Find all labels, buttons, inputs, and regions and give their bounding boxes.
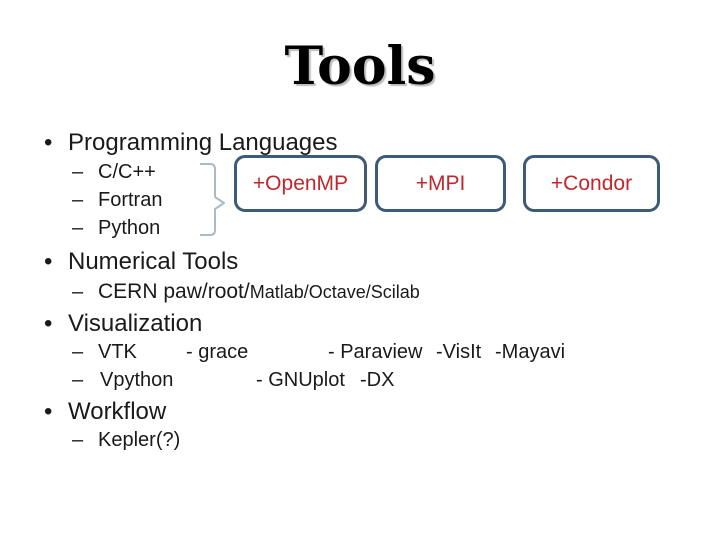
section-label-programming: Programming Languages (68, 129, 338, 156)
section-label-numerical: Numerical Tools (68, 248, 239, 275)
bullet-numerical-tools: • Numerical Tools (0, 248, 720, 276)
bullet-icon: • (44, 129, 53, 156)
vis-item-vpython: Vpython (100, 369, 174, 391)
vis-item-paraview: - Paraview (328, 341, 423, 363)
bullet-icon: • (44, 398, 53, 425)
section-label-visualization: Visualization (68, 310, 203, 337)
list-item-label: Python (98, 217, 161, 239)
brace-connector-icon (200, 163, 225, 236)
dash-icon: – (72, 369, 84, 391)
vis-item-visit: -VisIt (436, 341, 482, 363)
list-item-python: – Python (0, 216, 720, 244)
vis-item-mayavi: -Mayavi (495, 341, 566, 363)
dash-icon: – (72, 189, 84, 211)
dash-icon: – (72, 429, 84, 451)
list-item-label: Kepler(?) (98, 429, 181, 451)
bullet-programming-languages: • Programming Languages (0, 129, 720, 157)
vis-item-vtk: VTK (98, 341, 137, 363)
box-openmp: +OpenMP (234, 155, 367, 212)
vis-item-gnuplot: - GNUplot (256, 369, 345, 391)
list-item-label: C/C++ (98, 161, 156, 183)
box-mpi: +MPI (375, 155, 506, 212)
box-condor: +Condor (523, 155, 660, 212)
list-item-ccpp: – C/C++ (0, 160, 720, 188)
list-item-kepler: – Kepler(?) (0, 428, 720, 456)
bullet-visualization: • Visualization (0, 310, 720, 338)
list-item-label: Fortran (98, 189, 163, 211)
bullet-icon: • (44, 248, 53, 275)
bullet-icon: • (44, 310, 53, 337)
list-item-fortran: – Fortran (0, 188, 720, 216)
visualization-row-1: – VTK - grace - Paraview -VisIt -Mayavi (0, 340, 720, 368)
dash-icon: – (72, 217, 84, 239)
vis-item-grace: - grace (186, 341, 249, 363)
box-condor-label: +Condor (550, 171, 633, 195)
section-label-workflow: Workflow (68, 398, 167, 425)
numerical-item-part1: CERN paw/root/ (98, 280, 250, 303)
list-item-label: CERN paw/root/Matlab/Octave/Scilab (98, 280, 420, 304)
dash-icon: – (72, 341, 84, 363)
dash-icon: – (72, 281, 84, 303)
visualization-row-2: – Vpython - GNUplot -DX (0, 368, 720, 396)
list-item-numerical-tools: – CERN paw/root/Matlab/Octave/Scilab (0, 280, 720, 308)
vis-item-dx: -DX (360, 369, 395, 391)
numerical-item-part2: Matlab/Octave/Scilab (249, 282, 420, 302)
dash-icon: – (72, 161, 84, 183)
bullet-workflow: • Workflow (0, 398, 720, 426)
box-mpi-label: +MPI (415, 171, 466, 195)
page-title: Tools (284, 36, 436, 97)
box-openmp-label: +OpenMP (252, 171, 349, 195)
